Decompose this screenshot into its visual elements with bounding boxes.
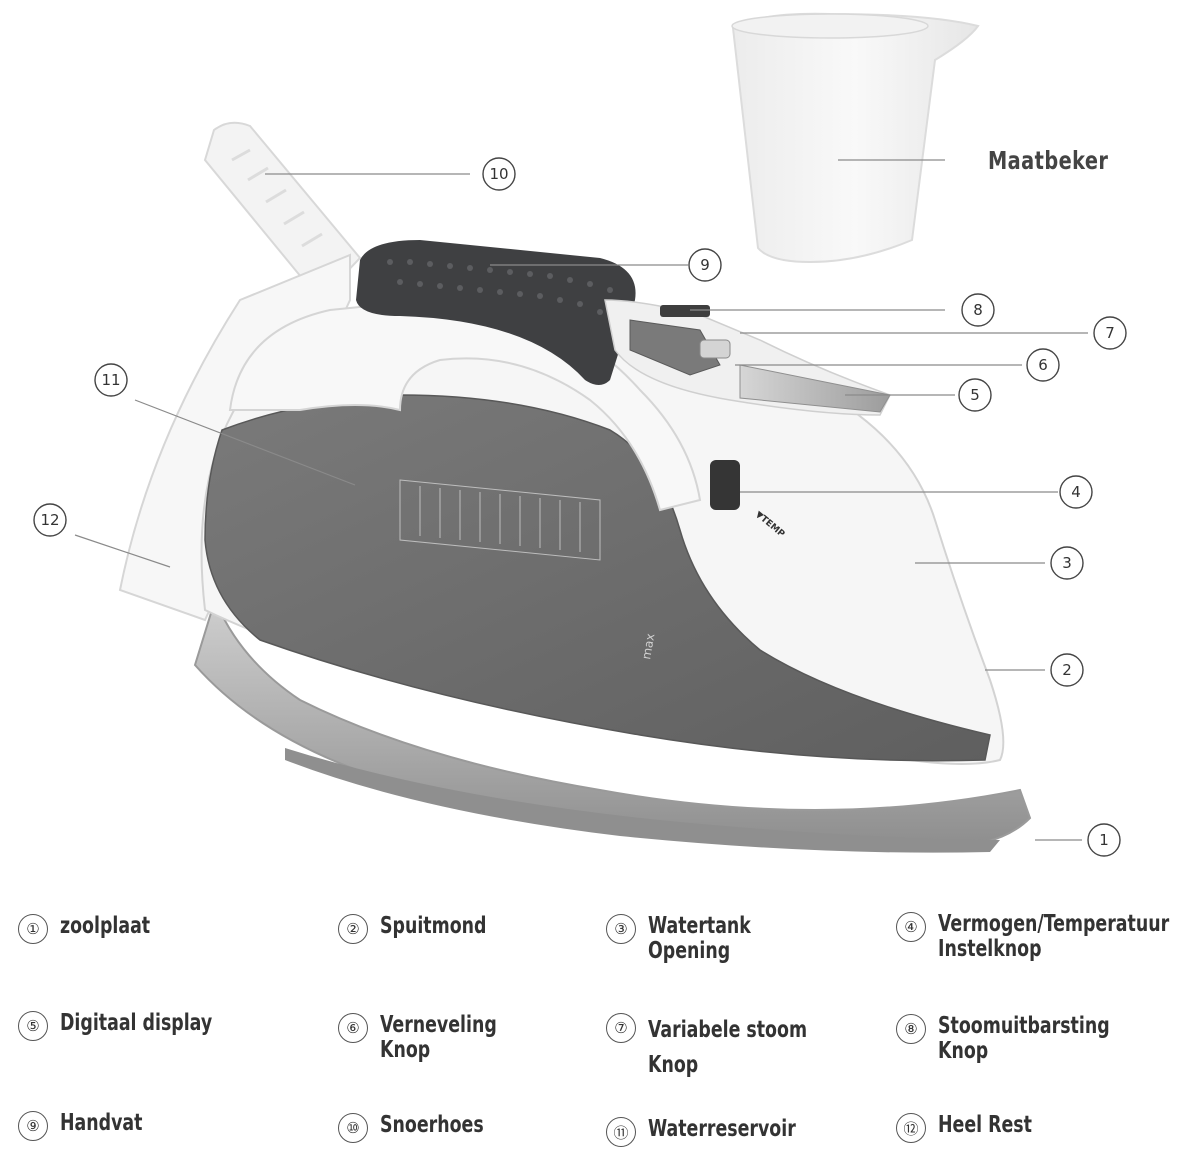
legend-label: Vermogen/Temperatuur Instelknop: [938, 911, 1170, 962]
svg-text:3: 3: [1062, 554, 1072, 572]
legend-label: Heel Rest: [938, 1112, 1032, 1138]
callout-3: 3: [1050, 546, 1084, 580]
legend-item-3: ③ Watertank Opening: [606, 914, 770, 964]
legend-item-7: ⑦ Variabele stoom Knop: [606, 1013, 837, 1082]
legend-badge: ⑨: [18, 1111, 48, 1141]
callout-12: 12: [33, 503, 67, 537]
legend-label: Handvat: [60, 1110, 143, 1136]
callout-1: 1: [1087, 823, 1121, 857]
legend-item-11: ⑪ Waterreservoir: [606, 1117, 824, 1147]
legend-badge: ③: [606, 914, 636, 944]
svg-text:12: 12: [40, 511, 59, 529]
svg-text:9: 9: [700, 256, 710, 274]
callout-6: 6: [1026, 348, 1060, 382]
legend-label: Watertank Opening: [648, 913, 751, 964]
callout-2: 2: [1050, 653, 1084, 687]
legend-badge: ⑧: [896, 1014, 926, 1044]
temp-dial: [710, 460, 740, 510]
soleplate: [193, 597, 1032, 853]
measuring-cup-label: Maatbeker: [988, 146, 1109, 175]
callout-7: 7: [1093, 316, 1127, 350]
legend-item-5: ⑤ Digitaal display: [18, 1011, 241, 1041]
iron-diagram: max ▼TEMP 10: [33, 12, 1127, 857]
digital-display: [739, 364, 891, 413]
legend-item-8: ⑧ Stoomuitbarsting Knop: [896, 1014, 1142, 1064]
burst-button: [660, 305, 710, 317]
legend-badge: ⑩: [338, 1113, 368, 1143]
legend-badge: ④: [896, 912, 926, 942]
svg-text:7: 7: [1105, 324, 1115, 342]
callout-8: 8: [961, 293, 995, 327]
legend-item-4: ④ Vermogen/Temperatuur Instelknop: [896, 912, 1200, 962]
legend-item-10: ⑩ Snoerhoes: [338, 1113, 503, 1143]
legend-item-2: ② Spuitmond: [338, 914, 507, 944]
svg-text:5: 5: [970, 386, 980, 404]
legend-label: Variabele stoom Knop: [648, 1017, 808, 1078]
callout-5: 5: [958, 378, 992, 412]
legend-badge: ②: [338, 914, 368, 944]
steam-slider: [629, 319, 721, 376]
spray-button: [699, 339, 731, 359]
measuring-cup: [731, 12, 980, 264]
callout-9: 9: [688, 248, 722, 282]
callout-4: 4: [1059, 475, 1093, 509]
legend-badge: ①: [18, 914, 48, 944]
legend-label: Spuitmond: [380, 913, 487, 939]
legend-label: Waterreservoir: [648, 1116, 796, 1142]
legend-badge: ⑦: [606, 1013, 636, 1043]
legend-item-12: ⑫ Heel Rest: [896, 1113, 1050, 1143]
legend-item-1: ① zoolplaat: [18, 914, 167, 944]
legend-badge: ⑤: [18, 1011, 48, 1041]
svg-text:4: 4: [1071, 483, 1081, 501]
water-reservoir: max: [204, 394, 991, 762]
legend-label: Snoerhoes: [380, 1112, 484, 1138]
legend-badge: ⑥: [338, 1013, 368, 1043]
legend-label: zoolplaat: [60, 913, 151, 939]
legend-item-9: ⑨ Handvat: [18, 1111, 158, 1141]
max-marking: max: [639, 632, 657, 660]
callout-markers: 10 9 8 7 6 5 4 3 2 1 11 12: [33, 157, 1127, 857]
svg-text:10: 10: [489, 165, 508, 183]
leader-lines: [74, 159, 1088, 841]
legend-label: Verneveling Knop: [380, 1012, 497, 1063]
legend-item-6: ⑥ Verneveling Knop: [338, 1013, 519, 1063]
svg-text:6: 6: [1038, 356, 1048, 374]
legend-badge: ⑫: [896, 1113, 926, 1143]
handle-grip: [356, 240, 636, 385]
svg-text:1: 1: [1099, 831, 1109, 849]
legend-badge: ⑪: [606, 1117, 636, 1147]
callout-11: 11: [94, 363, 128, 397]
svg-text:8: 8: [973, 301, 983, 319]
svg-text:11: 11: [101, 371, 120, 389]
legend-label: Digitaal display: [60, 1010, 213, 1036]
svg-text:2: 2: [1062, 661, 1072, 679]
legend-label: Stoomuitbarsting Knop: [938, 1013, 1110, 1064]
callout-10: 10: [482, 157, 516, 191]
